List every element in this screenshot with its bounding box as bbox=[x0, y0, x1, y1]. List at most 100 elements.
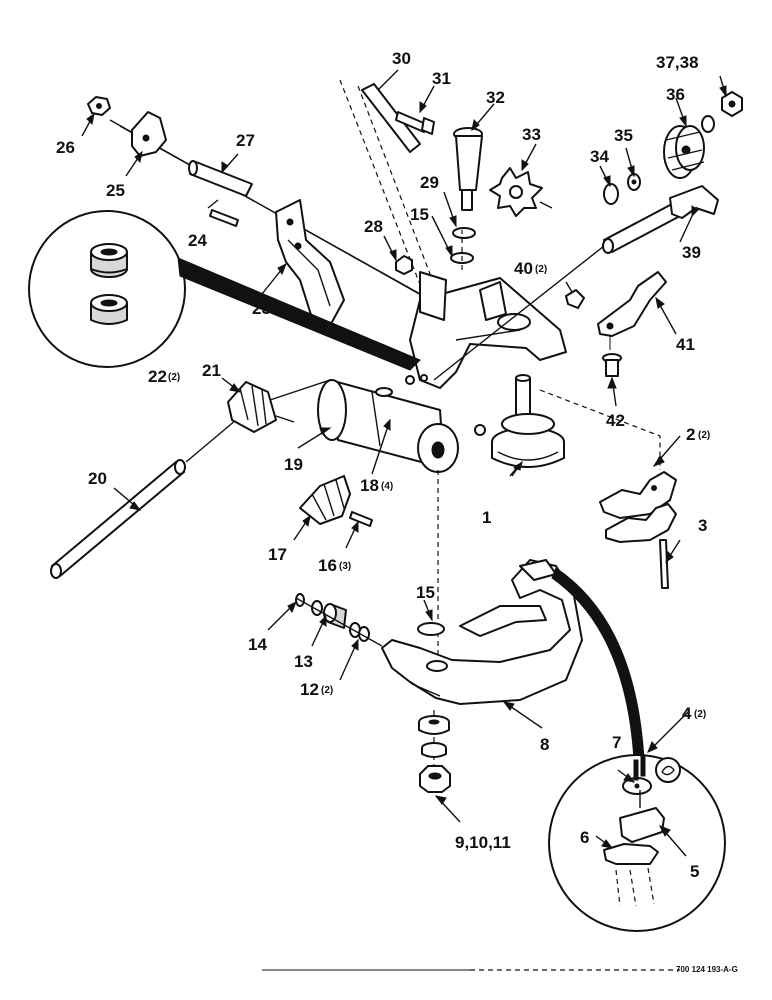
part-11-nut bbox=[419, 765, 451, 793]
part-41-lever bbox=[597, 271, 667, 350]
svg-text:(2): (2) bbox=[321, 685, 333, 696]
svg-text:4: 4 bbox=[682, 704, 692, 723]
callout-15-lower: 15 bbox=[416, 583, 435, 602]
callout-22: 22 (2) bbox=[148, 367, 180, 386]
part-20-shaft bbox=[50, 419, 237, 579]
part-17-bevel-gear bbox=[299, 475, 351, 525]
part-40-bolt bbox=[565, 289, 585, 309]
svg-text:22: 22 bbox=[148, 367, 167, 386]
callout-17: 17 bbox=[268, 545, 287, 564]
callout-25: 25 bbox=[106, 181, 125, 200]
callout-6: 6 bbox=[580, 828, 589, 847]
part-15-washer-lower bbox=[417, 622, 445, 636]
part-27-tube bbox=[188, 160, 253, 197]
callout-19: 19 bbox=[284, 455, 303, 474]
part-4-screws bbox=[633, 755, 646, 781]
callout-39: 39 bbox=[682, 243, 701, 262]
part-32-pin bbox=[453, 127, 483, 211]
part-25-bracket bbox=[131, 111, 167, 157]
part-30-strap bbox=[339, 79, 441, 311]
callout-35: 35 bbox=[614, 126, 633, 145]
part-2-knives bbox=[539, 389, 677, 543]
svg-text:18: 18 bbox=[360, 476, 379, 495]
callout-33: 33 bbox=[522, 125, 541, 144]
part-3-pin bbox=[659, 539, 669, 589]
callout-32: 32 bbox=[486, 88, 505, 107]
callout-30: 30 bbox=[392, 49, 411, 68]
main-frame bbox=[409, 271, 567, 389]
part-26-nut bbox=[87, 96, 111, 116]
svg-text:2: 2 bbox=[686, 425, 695, 444]
callout-4: 4 (2) bbox=[682, 704, 706, 723]
callout-14: 14 bbox=[248, 635, 267, 654]
blade-inset bbox=[548, 754, 726, 932]
callout-40: 40 (2) bbox=[514, 259, 547, 278]
part-22-bushing-bottom bbox=[90, 294, 128, 325]
callout-24: 24 bbox=[188, 231, 207, 250]
part-10-washer bbox=[421, 742, 447, 758]
part-9-washer bbox=[418, 715, 450, 735]
part-21-bevel-gear bbox=[227, 379, 331, 433]
part-5-blade bbox=[619, 807, 665, 843]
callout-26: 26 bbox=[56, 138, 75, 157]
part-36-sprocket bbox=[663, 125, 705, 179]
svg-text:(4): (4) bbox=[381, 481, 393, 492]
part-13-roller bbox=[323, 603, 347, 629]
part-42-bolt bbox=[602, 353, 622, 377]
part-33-star-gear bbox=[489, 167, 553, 217]
drawing-number: 700 124 193-A-G bbox=[676, 965, 738, 974]
callout-2: 2 (2) bbox=[686, 425, 710, 444]
part-31-bolt bbox=[395, 111, 435, 135]
leader-lines bbox=[81, 69, 727, 857]
svg-text:(2): (2) bbox=[698, 430, 710, 441]
callout-13: 13 bbox=[294, 652, 313, 671]
part-38-nut bbox=[721, 91, 743, 117]
svg-text:40: 40 bbox=[514, 259, 533, 278]
callout-15-upper: 15 bbox=[410, 205, 429, 224]
svg-text:16: 16 bbox=[318, 556, 337, 575]
footer: 700 124 193-A-G bbox=[262, 965, 738, 974]
part-37-washer bbox=[701, 115, 715, 133]
callout-7: 7 bbox=[612, 733, 621, 752]
svg-text:12: 12 bbox=[300, 680, 319, 699]
part-22-inset bbox=[28, 210, 421, 371]
callout-16: 16 (3) bbox=[318, 556, 351, 575]
callout-42: 42 bbox=[606, 411, 625, 430]
callout-5: 5 bbox=[690, 862, 699, 881]
callout-8: 8 bbox=[540, 735, 549, 754]
callout-31: 31 bbox=[432, 69, 451, 88]
callout-21: 21 bbox=[202, 361, 221, 380]
callout-12: 12 (2) bbox=[300, 680, 333, 699]
callout-23: 23 bbox=[252, 299, 271, 318]
callout-18: 18 (4) bbox=[360, 476, 393, 495]
callout-1: 1 bbox=[482, 508, 491, 527]
callout-29: 29 bbox=[420, 173, 439, 192]
part-1-hub bbox=[491, 374, 565, 468]
callout-36: 36 bbox=[666, 85, 685, 104]
part-24-pin bbox=[209, 209, 239, 227]
callout-37-38: 37,38 bbox=[656, 53, 699, 72]
callout-3: 3 bbox=[698, 516, 707, 535]
part-22-bushing-top bbox=[90, 243, 128, 278]
part-18-screws bbox=[405, 374, 486, 436]
svg-text:(2): (2) bbox=[694, 709, 706, 720]
callout-27: 27 bbox=[236, 131, 255, 150]
part-6-blade bbox=[603, 843, 659, 865]
callout-28: 28 bbox=[364, 217, 383, 236]
svg-text:(3): (3) bbox=[339, 561, 351, 572]
callout-20: 20 bbox=[88, 469, 107, 488]
svg-text:(2): (2) bbox=[535, 264, 547, 275]
part-28-nut bbox=[395, 255, 413, 275]
callout-34: 34 bbox=[590, 147, 609, 166]
callout-41: 41 bbox=[676, 335, 695, 354]
svg-text:(2): (2) bbox=[168, 372, 180, 383]
callout-9-10-11: 9,10,11 bbox=[455, 833, 511, 852]
part-34-washer bbox=[603, 183, 619, 205]
part-39-crank-shaft bbox=[433, 185, 719, 381]
part-illustrations bbox=[28, 79, 743, 932]
part-16-pin bbox=[349, 511, 373, 527]
part-29-washer bbox=[452, 227, 476, 239]
callout-labels: 1 2 (2) 3 4 (2) 5 6 7 8 9,10,11 12 (2) 1… bbox=[56, 49, 710, 881]
part-8-arm bbox=[381, 559, 583, 705]
